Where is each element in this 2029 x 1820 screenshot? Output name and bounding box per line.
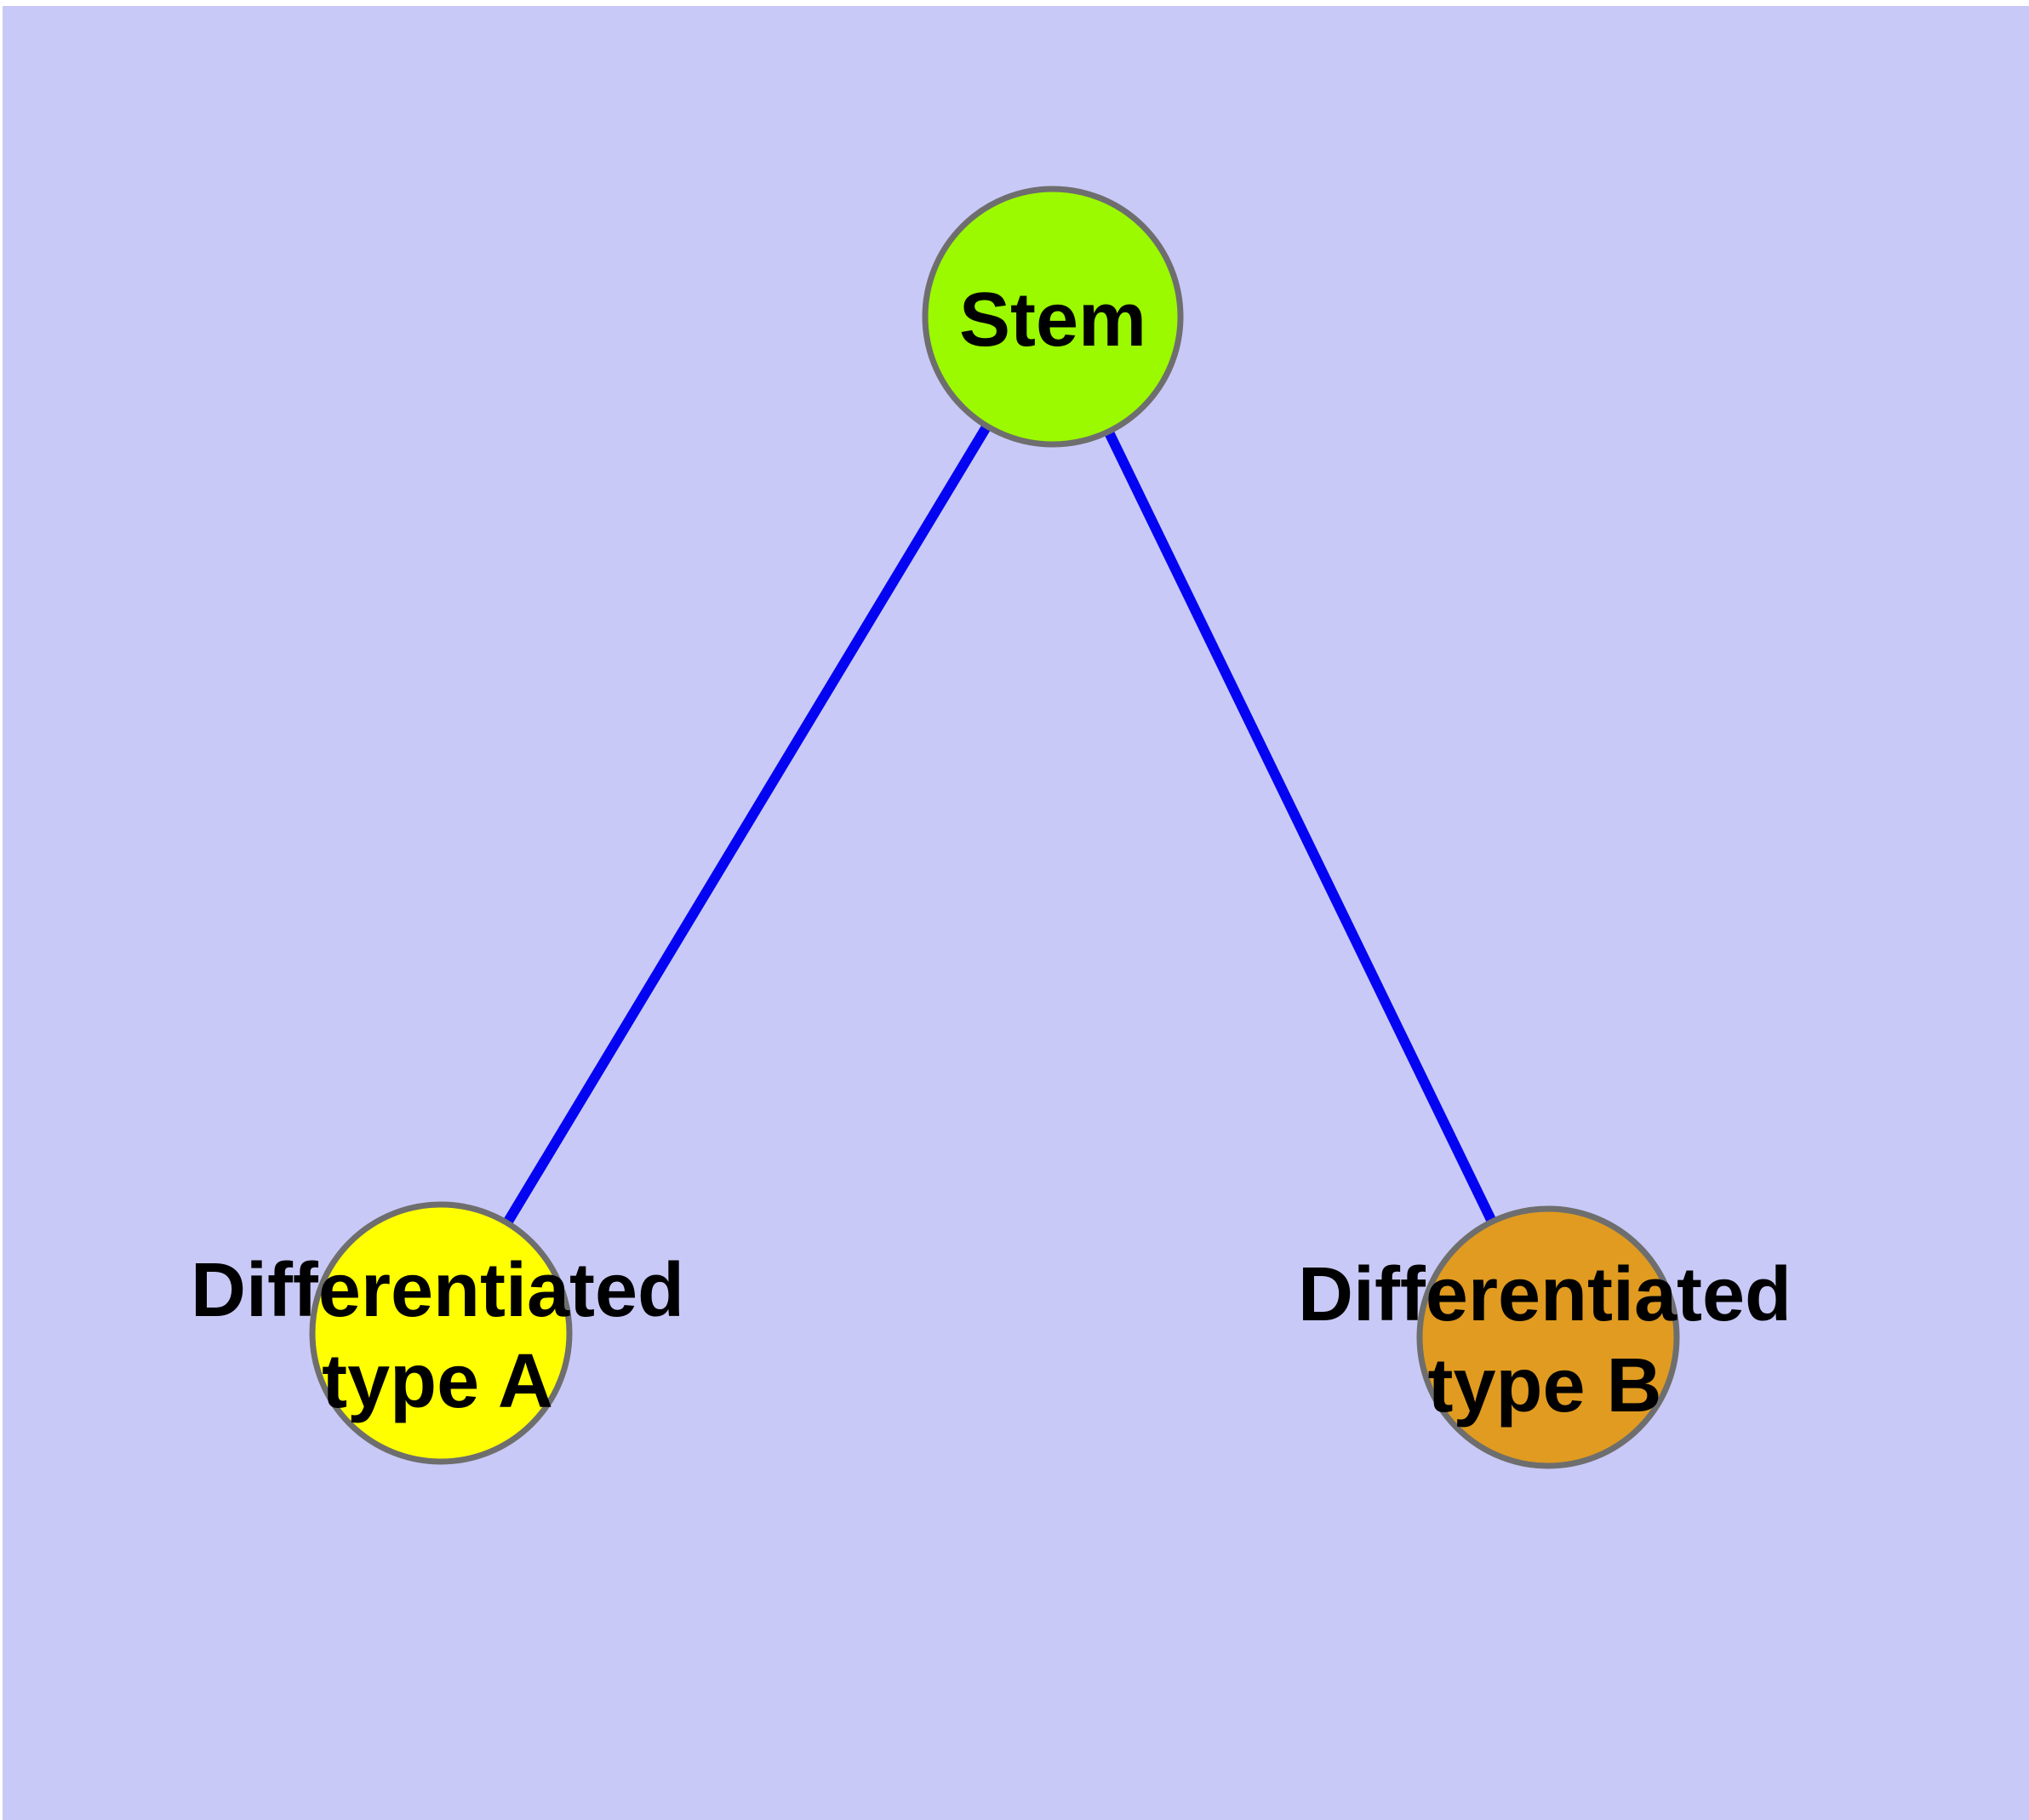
node-stem-circle <box>922 186 1184 448</box>
node-stem-label: Stem <box>959 278 1146 363</box>
edge-stem-to-type-a <box>436 313 1058 1336</box>
node-type-a-circle <box>309 1201 573 1465</box>
node-type-b-label-line1: Differentiated <box>1298 1252 1792 1337</box>
node-type-b-label-line2: type B <box>1427 1343 1661 1428</box>
edge-stem-to-type-b <box>1048 314 1553 1340</box>
node-type-a-label-line1: Differentiated <box>191 1248 684 1333</box>
node-type-b-circle <box>1416 1205 1680 1469</box>
node-type-a-label-line2: type A <box>322 1339 553 1424</box>
